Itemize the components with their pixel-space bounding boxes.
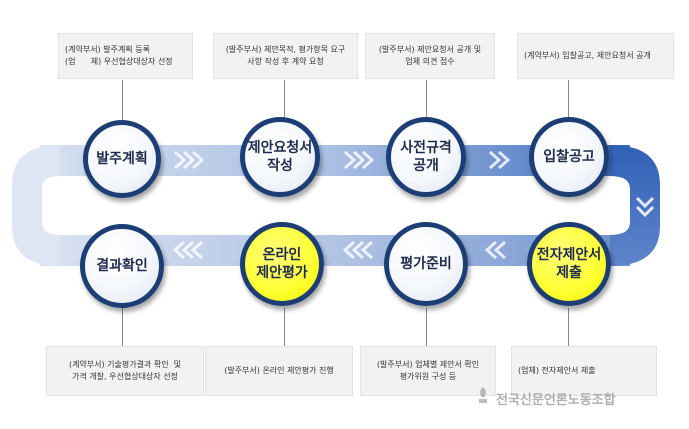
connector-bot1	[122, 308, 123, 346]
note-line: 가격 개찰, 우선협상대상자 선정	[72, 372, 178, 381]
note-line: 업체 의견 접수	[405, 57, 455, 66]
left-curve	[12, 145, 60, 266]
note-submit: (업체) 전자제안서 제출	[511, 346, 657, 396]
node-label: 결과확인	[96, 258, 148, 274]
connector-top4	[568, 80, 569, 120]
note-line: (업체) 전자제안서 제출	[518, 366, 596, 375]
top-chevrons	[174, 150, 511, 170]
note-line: (발주부서) 제안목적, 평가항목 요구	[225, 45, 346, 54]
note-rfp: (발주부서) 제안목적, 평가항목 요구 사항 작성 후 계약 요청	[213, 33, 358, 79]
node-label: 공개	[413, 158, 439, 174]
note-line: (발주부서) 업체별 제안서 확인	[376, 360, 480, 369]
node-plan: 발주계획	[83, 120, 161, 198]
connector-bot4	[568, 308, 569, 346]
note-line: (계약부서) 입찰공고, 제안요청서 공개	[524, 51, 651, 60]
bottom-band	[40, 235, 630, 266]
node-label: 발주계획	[96, 151, 148, 167]
note-plan: (계약부서) 발주계획 등록 (업 체) 우선협상대상자 선정	[58, 33, 193, 79]
node-eval: 평가준비	[384, 222, 468, 306]
connector-top1	[122, 80, 123, 120]
connector-top3	[426, 80, 427, 120]
node-label: 평가준비	[400, 256, 452, 272]
node-label: 전자제안서	[536, 247, 602, 263]
note-line: 평가위원 구성 등	[399, 372, 457, 381]
node-label: 작성	[267, 158, 293, 174]
node-bid: 입찰공고	[529, 117, 609, 197]
note-eval: (발주부서) 업체별 제안서 확인 평가위원 구성 등	[360, 346, 496, 396]
node-label: 제안평가	[256, 265, 308, 281]
note-line: (발주부서) 제안요청서 공개 및	[378, 45, 482, 54]
note-line: (계약부서) 발주계획 등록	[65, 45, 150, 54]
note-line: (발주부서) 온라인 제안평가 진행	[224, 366, 334, 375]
bottom-chevrons	[172, 240, 506, 260]
node-label: 온라인	[262, 247, 302, 263]
node-label: 제출	[556, 265, 582, 281]
node-label: 입찰공고	[543, 149, 595, 165]
connector-top2	[284, 80, 285, 120]
node-label: 제안요청서	[247, 140, 313, 156]
connector-bot2	[284, 308, 285, 346]
note-line: 사항 작성 후 계약 요청	[247, 57, 324, 66]
note-online: (발주부서) 온라인 제안평가 진행	[205, 346, 353, 396]
node-result: 결과확인	[80, 224, 164, 308]
connector-bot3	[426, 308, 427, 346]
node-label: 사전규격	[400, 140, 452, 156]
watermark-logo-icon	[479, 387, 487, 403]
top-band	[40, 145, 630, 176]
note-result: (계약부서) 기술평가결과 확인 및 가격 개찰, 우선협상대상자 선정	[46, 346, 204, 396]
right-chevrons	[635, 196, 655, 218]
note-bid: (계약부서) 입찰공고, 제안요청서 공개	[517, 33, 674, 79]
note-line: (계약부서) 기술평가결과 확인 및	[68, 360, 182, 369]
note-prior: (발주부서) 제안요청서 공개 및 업체 의견 접수	[365, 33, 495, 79]
right-curve	[610, 145, 660, 266]
watermark: 전국신문언론노동조합	[496, 393, 616, 408]
note-line: (업 체) 우선협상대상자 선정	[65, 57, 173, 66]
